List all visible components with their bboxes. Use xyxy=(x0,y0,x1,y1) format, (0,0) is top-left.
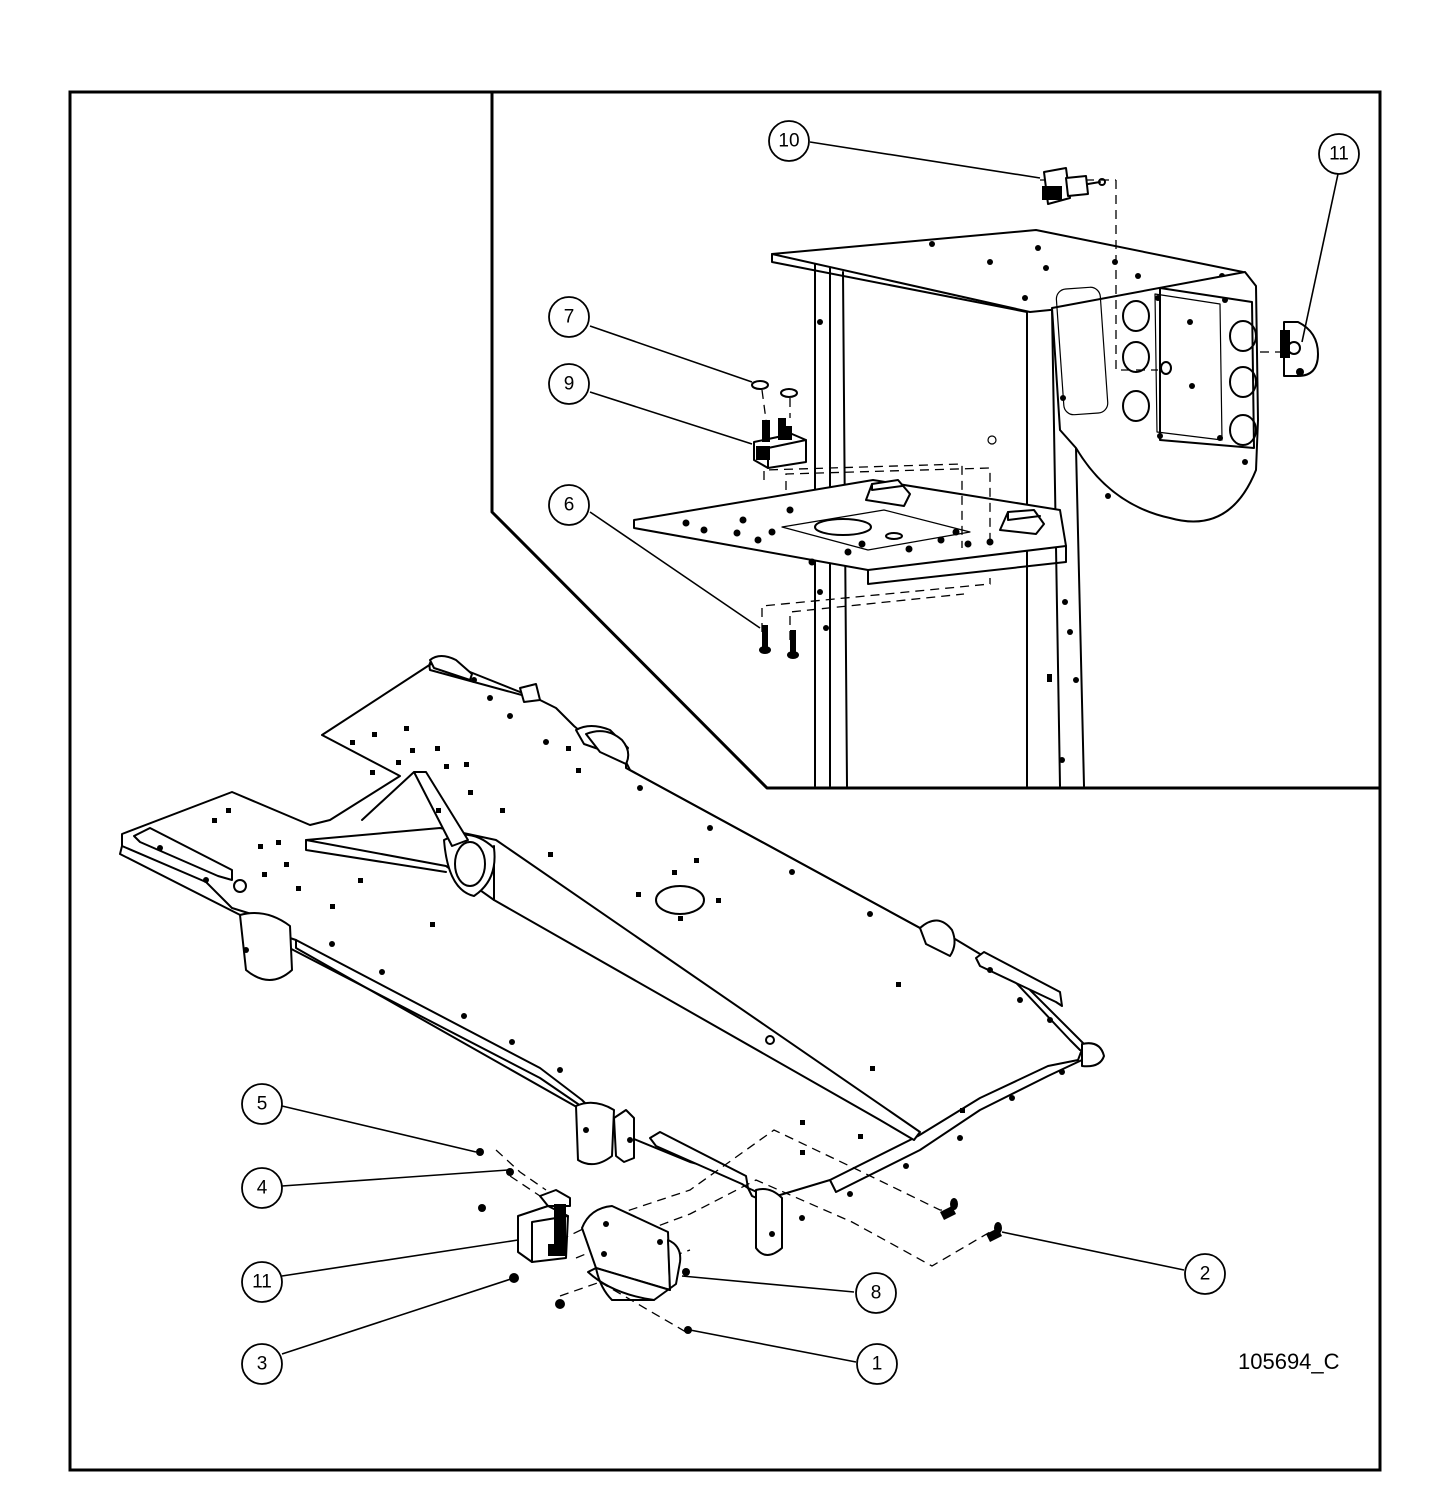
drawing-number: 105694_C xyxy=(1238,1349,1340,1374)
callout-4: 4 xyxy=(241,1167,283,1209)
svg-text:3: 3 xyxy=(257,1354,268,1375)
svg-text:10: 10 xyxy=(778,131,799,152)
detail-inset-border xyxy=(490,90,1382,790)
svg-text:1: 1 xyxy=(872,1354,883,1375)
svg-text:2: 2 xyxy=(1200,1264,1211,1285)
callout-11-lower: 11 xyxy=(241,1261,283,1303)
svg-text:5: 5 xyxy=(257,1094,268,1115)
svg-text:6: 6 xyxy=(564,495,575,516)
svg-text:8: 8 xyxy=(871,1283,882,1304)
callout-7: 7 xyxy=(548,296,590,338)
callout-11-upper: 11 xyxy=(1318,133,1360,175)
callout-6: 6 xyxy=(548,484,590,526)
chassis-plate xyxy=(119,655,1105,1334)
callout-8: 8 xyxy=(855,1272,897,1314)
drawing-frame xyxy=(68,90,1382,1472)
control-tower-detail xyxy=(633,167,1319,787)
callout-leaders xyxy=(281,141,1339,1363)
callout-5: 5 xyxy=(241,1083,283,1125)
callout-10: 10 xyxy=(768,120,810,162)
callout-1: 1 xyxy=(856,1343,898,1385)
svg-text:9: 9 xyxy=(564,374,575,395)
svg-text:11: 11 xyxy=(252,1272,272,1293)
callout-2: 2 xyxy=(1184,1253,1226,1295)
callout-9: 9 xyxy=(548,363,590,405)
svg-text:11: 11 xyxy=(1329,144,1349,165)
svg-text:7: 7 xyxy=(564,307,575,328)
svg-text:4: 4 xyxy=(257,1178,268,1199)
callout-3: 3 xyxy=(241,1343,283,1385)
